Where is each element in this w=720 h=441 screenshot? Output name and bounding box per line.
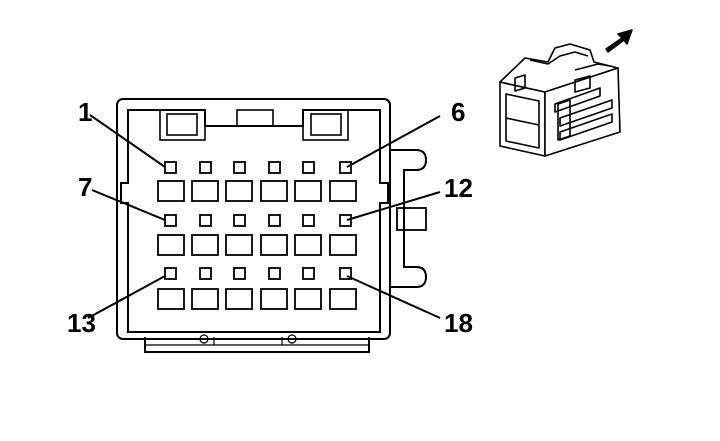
pin-terminal-13 bbox=[164, 267, 177, 280]
pin-cavity-17 bbox=[294, 288, 322, 310]
pin-terminal-3 bbox=[233, 161, 246, 174]
pin-terminal-5 bbox=[302, 161, 315, 174]
leader-line-pin-7 bbox=[91, 189, 166, 221]
pin-cavity-3 bbox=[225, 180, 253, 202]
pin-cavity-14 bbox=[191, 288, 219, 310]
direction-arrow-icon bbox=[605, 29, 633, 53]
leader-lines bbox=[87, 114, 441, 319]
leader-line-pin-1 bbox=[89, 114, 166, 168]
pin-terminal-18 bbox=[339, 267, 352, 280]
pin-label-1: 1 bbox=[78, 97, 92, 127]
leader-line-pin-13 bbox=[87, 275, 166, 319]
side-lock-bracket bbox=[390, 149, 428, 288]
top-center-notch bbox=[236, 109, 274, 127]
pin-cavity-11 bbox=[294, 234, 322, 256]
pin-cavity-12 bbox=[329, 234, 357, 256]
leader-line-pin-18 bbox=[346, 275, 441, 319]
pin-cavity-5 bbox=[294, 180, 322, 202]
pin-terminal-16 bbox=[268, 267, 281, 280]
pin-terminal-15 bbox=[233, 267, 246, 280]
pin-label-7: 7 bbox=[78, 172, 92, 202]
pin-cavity-1 bbox=[157, 180, 185, 202]
pin-cavity-16 bbox=[260, 288, 288, 310]
pin-terminal-7 bbox=[164, 214, 177, 227]
pin-cavity-2 bbox=[191, 180, 219, 202]
pin-terminal-4 bbox=[268, 161, 281, 174]
pin-terminal-12 bbox=[339, 214, 352, 227]
pin-cavity-13 bbox=[157, 288, 185, 310]
side-lock-tab bbox=[396, 207, 427, 231]
pin-terminal-2 bbox=[199, 161, 212, 174]
pin-label-13: 13 bbox=[67, 308, 96, 338]
pin-cavity-7 bbox=[157, 234, 185, 256]
pin-terminal-10 bbox=[268, 214, 281, 227]
pin-label-12: 12 bbox=[444, 173, 473, 203]
pin-cavity-18 bbox=[329, 288, 357, 310]
connector-3d-view-icon bbox=[499, 43, 621, 157]
pin-cavity-15 bbox=[225, 288, 253, 310]
pin-cavity-10 bbox=[260, 234, 288, 256]
pin-terminal-6 bbox=[339, 161, 352, 174]
pin-cavity-6 bbox=[329, 180, 357, 202]
top-left-latch bbox=[159, 109, 206, 141]
pin-grid bbox=[157, 161, 357, 310]
pin-cavity-8 bbox=[191, 234, 219, 256]
top-right-latch bbox=[302, 109, 349, 141]
pin-cavity-9 bbox=[225, 234, 253, 256]
pin-terminal-1 bbox=[164, 161, 177, 174]
connector-outer-shell bbox=[116, 98, 391, 340]
pin-terminal-8 bbox=[199, 214, 212, 227]
pin-terminal-9 bbox=[233, 214, 246, 227]
leader-line-pin-6 bbox=[346, 115, 441, 168]
pin-labels: 1 6 7 12 13 18 bbox=[67, 97, 473, 338]
pin-label-6: 6 bbox=[451, 97, 465, 127]
pin-cavity-4 bbox=[260, 180, 288, 202]
pin-label-18: 18 bbox=[444, 308, 473, 338]
pin-terminal-17 bbox=[302, 267, 315, 280]
pin-terminal-11 bbox=[302, 214, 315, 227]
connector-face bbox=[116, 98, 428, 353]
pin-terminal-14 bbox=[199, 267, 212, 280]
leader-line-pin-12 bbox=[346, 191, 441, 221]
